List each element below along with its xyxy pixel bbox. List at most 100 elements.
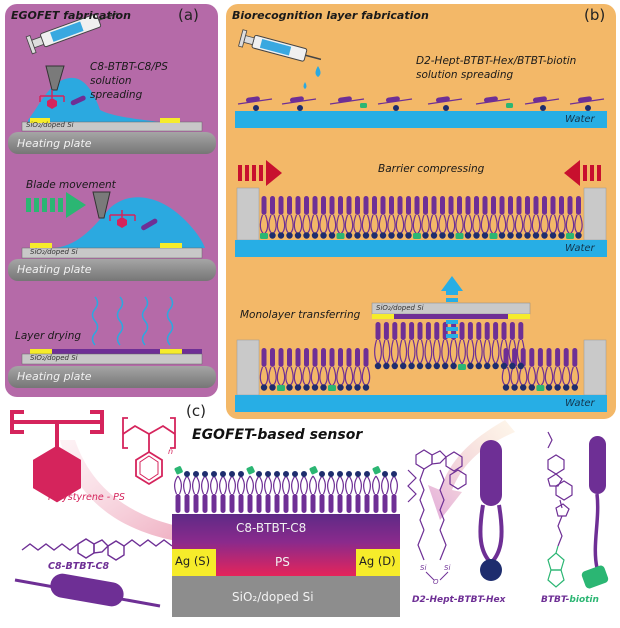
floating-molecule-icon <box>237 96 273 111</box>
standing-molecule-icon <box>302 348 311 391</box>
sensor-stack <box>172 466 400 617</box>
substrate-a1 <box>21 121 203 132</box>
substrate-a2 <box>21 247 203 259</box>
sensor-molecule-icon <box>273 471 281 513</box>
panel-a-substrate-3: SiO₂/doped Si <box>30 354 78 362</box>
standing-molecule-icon <box>268 348 277 391</box>
sensor-top-layer-label: C8-BTBT-C8 <box>236 521 307 535</box>
sensor-molecule-icon <box>363 471 371 513</box>
electrode-a2-right <box>160 243 182 248</box>
electrode-a3-right <box>160 349 182 354</box>
panel-b-step3-caption: Monolayer transferring <box>240 309 361 321</box>
standing-molecule-icon <box>561 348 571 391</box>
sensor-middle-label: PS <box>275 555 290 569</box>
standing-molecule-icon <box>276 348 286 391</box>
panel-a-plate-2: Heating plate <box>17 263 92 276</box>
standing-molecule-icon <box>497 196 507 239</box>
transferred-molecule-icon <box>458 322 466 370</box>
panel-c: Si Si O <box>10 410 609 617</box>
sensor-molecule-icon <box>210 471 218 513</box>
sensor-molecule-icon <box>282 471 290 513</box>
sensor-molecule-icon <box>183 471 191 513</box>
sensor-right-electrode-label: Ag (D) <box>359 554 396 568</box>
standing-molecule-icon <box>336 348 345 391</box>
c8-btbt-molecule <box>21 538 173 561</box>
sensor-molecule-icon <box>255 471 263 513</box>
floating-molecule-icon <box>475 96 513 108</box>
standing-molecule-icon <box>536 348 545 391</box>
molecule-a2-icon <box>109 210 158 231</box>
standing-molecule-icon <box>344 196 354 239</box>
panel-b-water-1: Water <box>565 114 595 125</box>
panel-a-substrate-2: SiO₂/doped Si <box>30 248 78 256</box>
standing-molecule-icon <box>285 196 294 239</box>
sensor-molecule-icon <box>201 471 209 513</box>
panel-b <box>226 4 616 419</box>
sensor-molecule-icon <box>219 471 227 513</box>
sensor-left-electrode-label: Ag (S) <box>175 554 211 568</box>
silane-group: Si Si O <box>420 564 450 586</box>
floating-molecule-icon <box>281 96 317 111</box>
sensor-molecule-icon <box>174 466 183 513</box>
transferred-molecule-icon <box>432 322 441 370</box>
standing-molecule-icon <box>361 348 371 391</box>
transferred-molecule-icon <box>399 322 408 370</box>
panel-b-step1-caption: D2-Hept-BTBT-Hex/BTBT-biotin solution sp… <box>416 55 577 82</box>
biotin-label-suffix: biotin <box>569 595 599 605</box>
standing-molecule-icon <box>463 196 473 239</box>
floating-molecule-icon <box>569 96 605 111</box>
dried-layer-a3 <box>30 349 202 354</box>
panel-a-plate-3: Heating plate <box>17 370 92 383</box>
standing-molecule-icon <box>259 348 269 391</box>
sensor-molecule-icon <box>336 471 344 513</box>
barrier-b2-right <box>583 187 607 241</box>
sensor-molecule-icon <box>246 466 255 513</box>
polystyrene-label: Polystyrene - PS <box>48 492 125 503</box>
standing-molecule-icon <box>421 196 430 239</box>
panel-a-title: EGOFET fabrication <box>11 9 131 22</box>
standing-molecule-icon <box>259 196 269 239</box>
standing-molecule-icon <box>395 196 405 239</box>
electrode-a1-left <box>30 118 50 123</box>
vapor-lines-icon <box>91 296 174 346</box>
electrode-a2-left <box>30 243 52 248</box>
transferred-molecule-icon <box>382 322 391 370</box>
sensor-molecule-icon <box>318 471 326 513</box>
standing-molecule-icon <box>344 348 354 391</box>
transferred-molecule-icon <box>441 322 450 370</box>
sensor-substrate <box>172 576 400 617</box>
standing-molecule-icon <box>327 196 337 239</box>
standing-molecule-icon <box>480 196 490 239</box>
standing-molecule-icon <box>319 196 328 239</box>
floating-molecule-icon <box>329 96 367 108</box>
panel-b-substrate: SiO₂/doped Si <box>376 304 424 312</box>
sensor-molecule-icon <box>300 471 308 513</box>
panel-b-water-2: Water <box>565 243 595 254</box>
hex-molecule-skeletal <box>407 449 467 561</box>
standing-molecule-icon <box>540 196 549 239</box>
blade-a1-icon <box>45 65 65 91</box>
heating-plate-a3 <box>8 366 216 388</box>
biotin-molecule-skeletal <box>547 431 573 547</box>
standing-molecule-icon <box>285 348 294 391</box>
heating-plate-a1 <box>8 132 216 154</box>
standing-molecule-icon <box>353 348 362 391</box>
standing-molecule-icon <box>412 196 422 239</box>
standing-molecule-icon <box>336 196 345 239</box>
transfer-layer <box>372 314 530 319</box>
electrode-a1-right <box>160 118 180 123</box>
standing-molecule-icon <box>310 196 320 239</box>
standing-molecule-icon <box>455 196 464 239</box>
c8-label: C8-BTBT-C8 <box>48 561 110 572</box>
droplet-b2-icon <box>303 82 307 89</box>
sensor-electrode-right <box>356 549 400 576</box>
transfer-electrode-left <box>372 314 394 319</box>
flow-arrow-right <box>428 420 515 520</box>
standing-molecule-icon <box>506 196 515 239</box>
standing-molecule-icon <box>548 196 558 239</box>
transferred-molecule-icon <box>474 322 483 370</box>
standing-molecule-icon <box>361 196 371 239</box>
floating-molecules <box>237 96 605 111</box>
